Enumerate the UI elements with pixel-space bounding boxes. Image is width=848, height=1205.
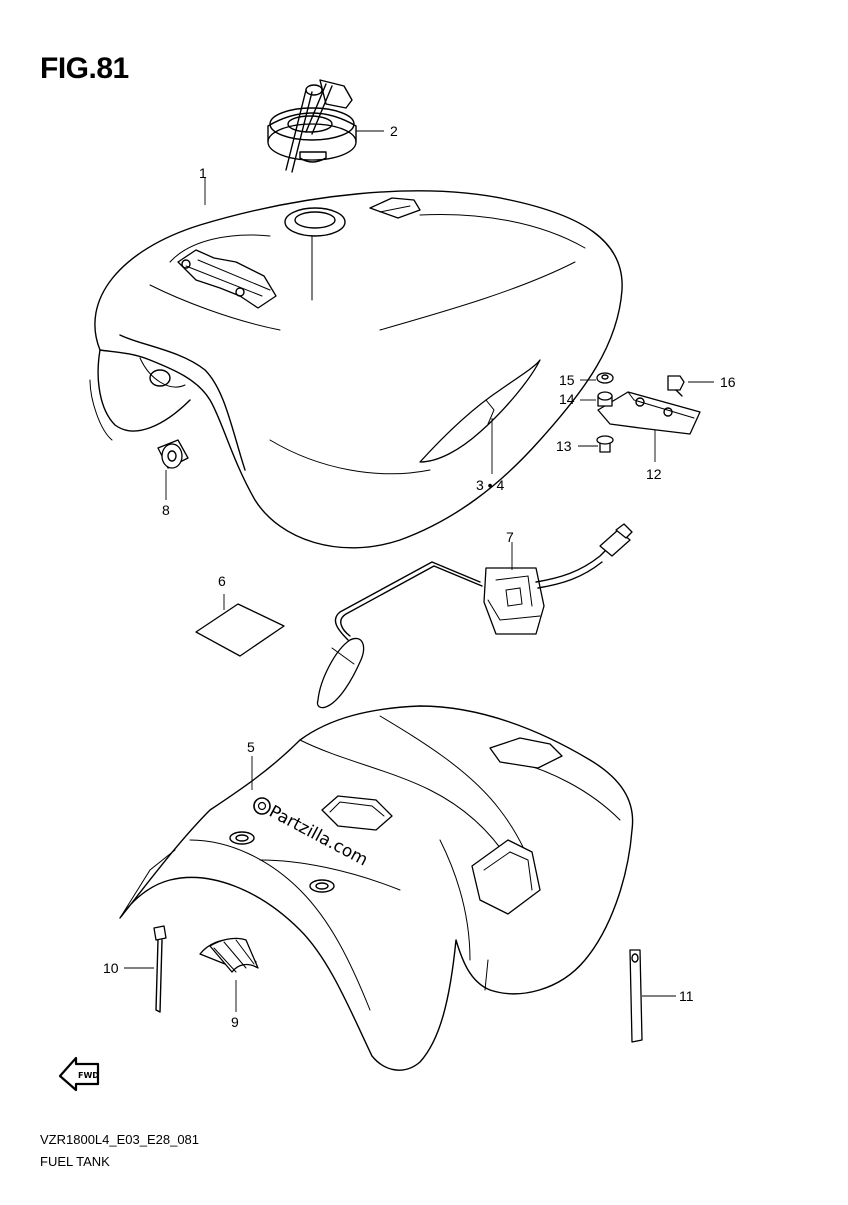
figure-title: FIG.81 (40, 52, 129, 85)
callout-7: 7 (506, 529, 514, 545)
cable-tie-drawing (124, 925, 167, 1013)
callout-8: 8 (162, 502, 170, 518)
callout-9: 9 (231, 1014, 239, 1030)
callout-2: 2 (390, 123, 398, 139)
section-name: FUEL TANK (40, 1154, 110, 1169)
clamp-drawing (199, 937, 259, 1012)
fuel-gauge-drawing (316, 523, 633, 709)
callout-12: 12 (646, 466, 662, 482)
bracket-assembly-drawing (578, 372, 714, 462)
callout-13: 13 (556, 438, 572, 454)
fuel-cap-drawing (267, 79, 384, 173)
callout-14: 14 (559, 391, 575, 407)
grommet-drawing (157, 439, 189, 500)
callout-1: 1 (199, 165, 207, 181)
forward-arrow-label: FWD (78, 1071, 99, 1080)
label-drawing (195, 594, 285, 657)
fuel-tank-drawing (89, 177, 623, 549)
forward-arrow-icon: FWD (58, 1056, 99, 1092)
callout-5: 5 (247, 739, 255, 755)
callout-15: 15 (559, 372, 575, 388)
cover-drawing (119, 705, 634, 1071)
model-code: VZR1800L4_E03_E28_081 (40, 1132, 200, 1147)
callout-11: 11 (679, 988, 694, 1004)
callout-10: 10 (103, 960, 119, 976)
strap-drawing (629, 949, 676, 1043)
callout-6: 6 (218, 573, 226, 589)
callout-16: 16 (720, 374, 736, 390)
callout-3-4: 3 • 4 (476, 477, 505, 493)
